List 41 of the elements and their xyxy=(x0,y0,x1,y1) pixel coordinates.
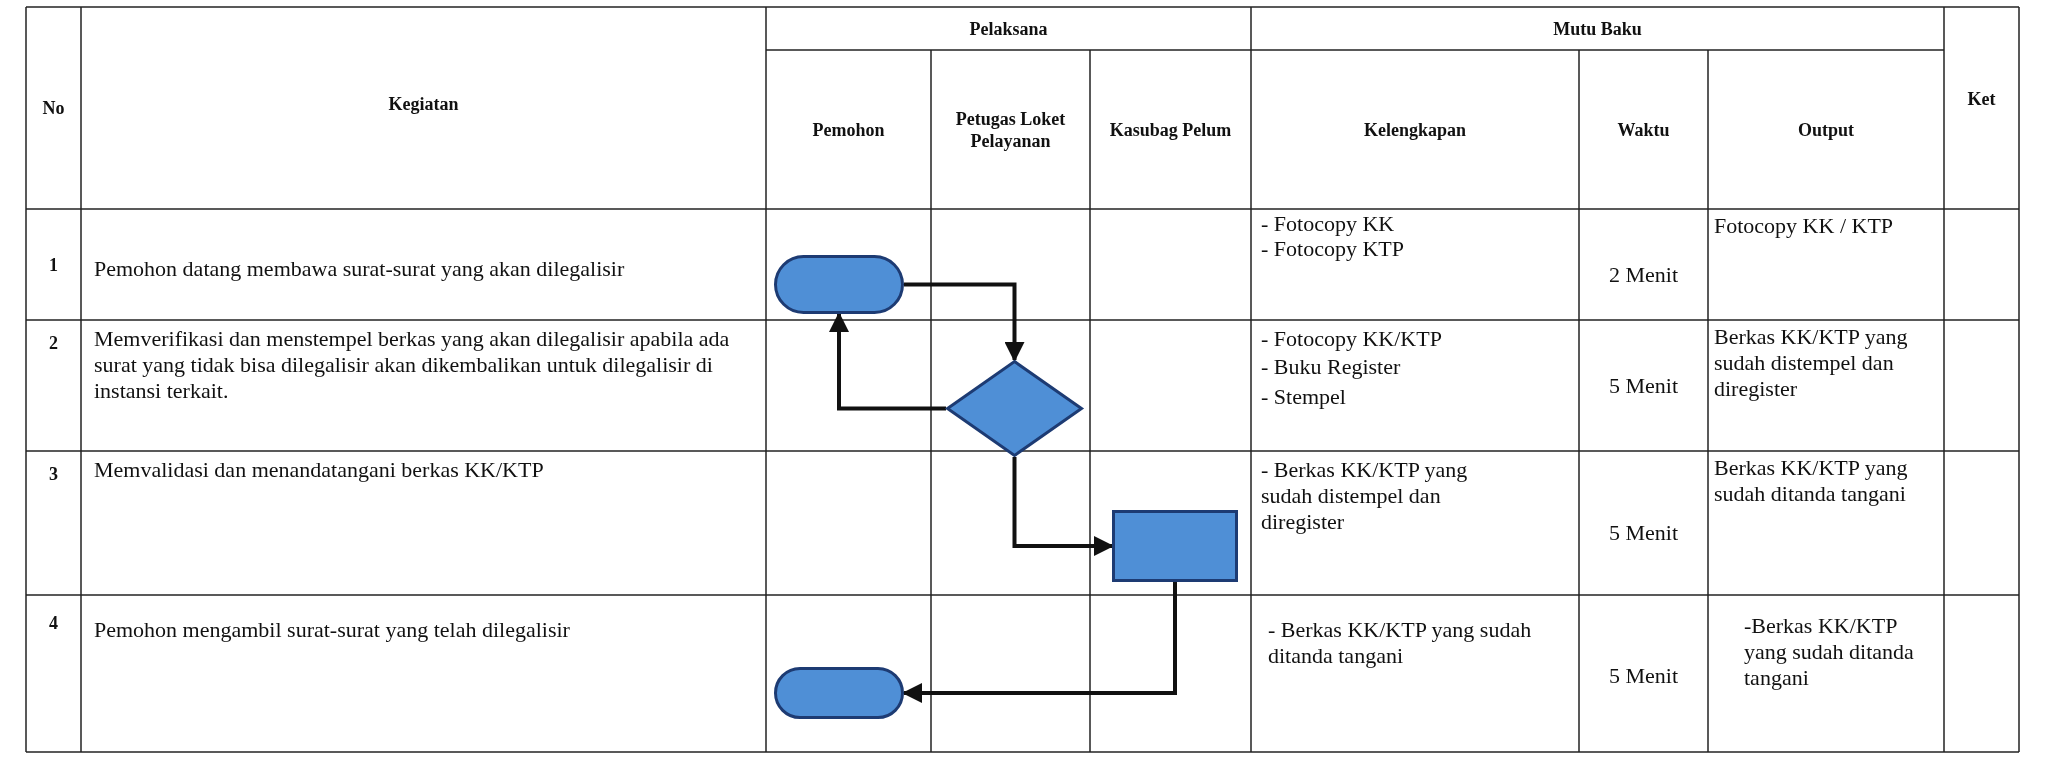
output-text: Berkas KK/KTP yang sudah ditanda tangani xyxy=(1714,455,1909,507)
arrow xyxy=(902,582,1177,703)
column-header: Pelaksana xyxy=(969,17,1048,40)
arrow xyxy=(829,312,946,411)
column-header: Output xyxy=(1798,118,1854,141)
column-header: Pemohon xyxy=(812,118,885,141)
decision-diamond xyxy=(946,360,1083,457)
requirement-text: - Stempel xyxy=(1261,384,1346,410)
column-header: Kelengkapan xyxy=(1364,118,1466,141)
requirement-text: - Berkas KK/KTP yang sudah distempel dan diregister xyxy=(1261,457,1469,535)
output-text: Berkas KK/KTP yang sudah distempel dan diregister xyxy=(1714,324,1909,402)
column-header: Kasubag Pelum xyxy=(1109,118,1232,141)
arrow xyxy=(1012,457,1114,556)
duration-text: 5 Menit xyxy=(1608,519,1679,546)
duration-text: 5 Menit xyxy=(1608,372,1679,399)
requirement-text: - Berkas KK/KTP yang sudah ditanda tangani xyxy=(1268,617,1533,669)
requirement-text: - Fotocopy KTP xyxy=(1261,236,1404,262)
activity-text: Pemohon datang membawa surat-surat yang akan dilegalisir xyxy=(94,255,625,282)
column-header: Mutu Baku xyxy=(1553,17,1642,40)
activity-text: Memverifikasi dan menstempel berkas yang akan dilegalisir apabila ada surat yang tidak bisa dilegalisir akan dikembalikan untuk dilegalisir di instansi terkait. xyxy=(94,326,731,404)
output-text: -Berkas KK/KTP yang sudah ditanda tangani xyxy=(1744,613,1915,691)
row-number: 1 xyxy=(49,253,58,276)
column-header: No xyxy=(42,97,65,119)
column-header: Ket xyxy=(1967,87,1996,110)
arrow xyxy=(904,282,1025,362)
duration-text: 5 Menit xyxy=(1608,663,1679,689)
activity-text: Memvalidasi dan menandatangani berkas KK/KTP xyxy=(94,457,544,483)
terminator-shape xyxy=(774,667,904,719)
output-text: Fotocopy KK / KTP xyxy=(1714,213,1894,239)
row-number: 3 xyxy=(49,462,58,485)
row-number: 4 xyxy=(49,611,58,634)
row-number: 2 xyxy=(49,332,58,354)
activity-text: Pemohon mengambil surat-surat yang telah dilegalisir xyxy=(94,617,570,643)
column-header: Petugas Loket Pelayanan xyxy=(954,107,1067,152)
requirement-text: - Buku Register xyxy=(1261,354,1401,380)
requirement-text: - Fotocopy KK xyxy=(1261,211,1395,237)
column-header: Kegiatan xyxy=(388,92,459,115)
column-header: Waktu xyxy=(1617,118,1670,141)
requirement-text: - Fotocopy KK/KTP xyxy=(1261,326,1442,352)
duration-text: 2 Menit xyxy=(1608,262,1679,288)
process-box xyxy=(1112,510,1238,582)
